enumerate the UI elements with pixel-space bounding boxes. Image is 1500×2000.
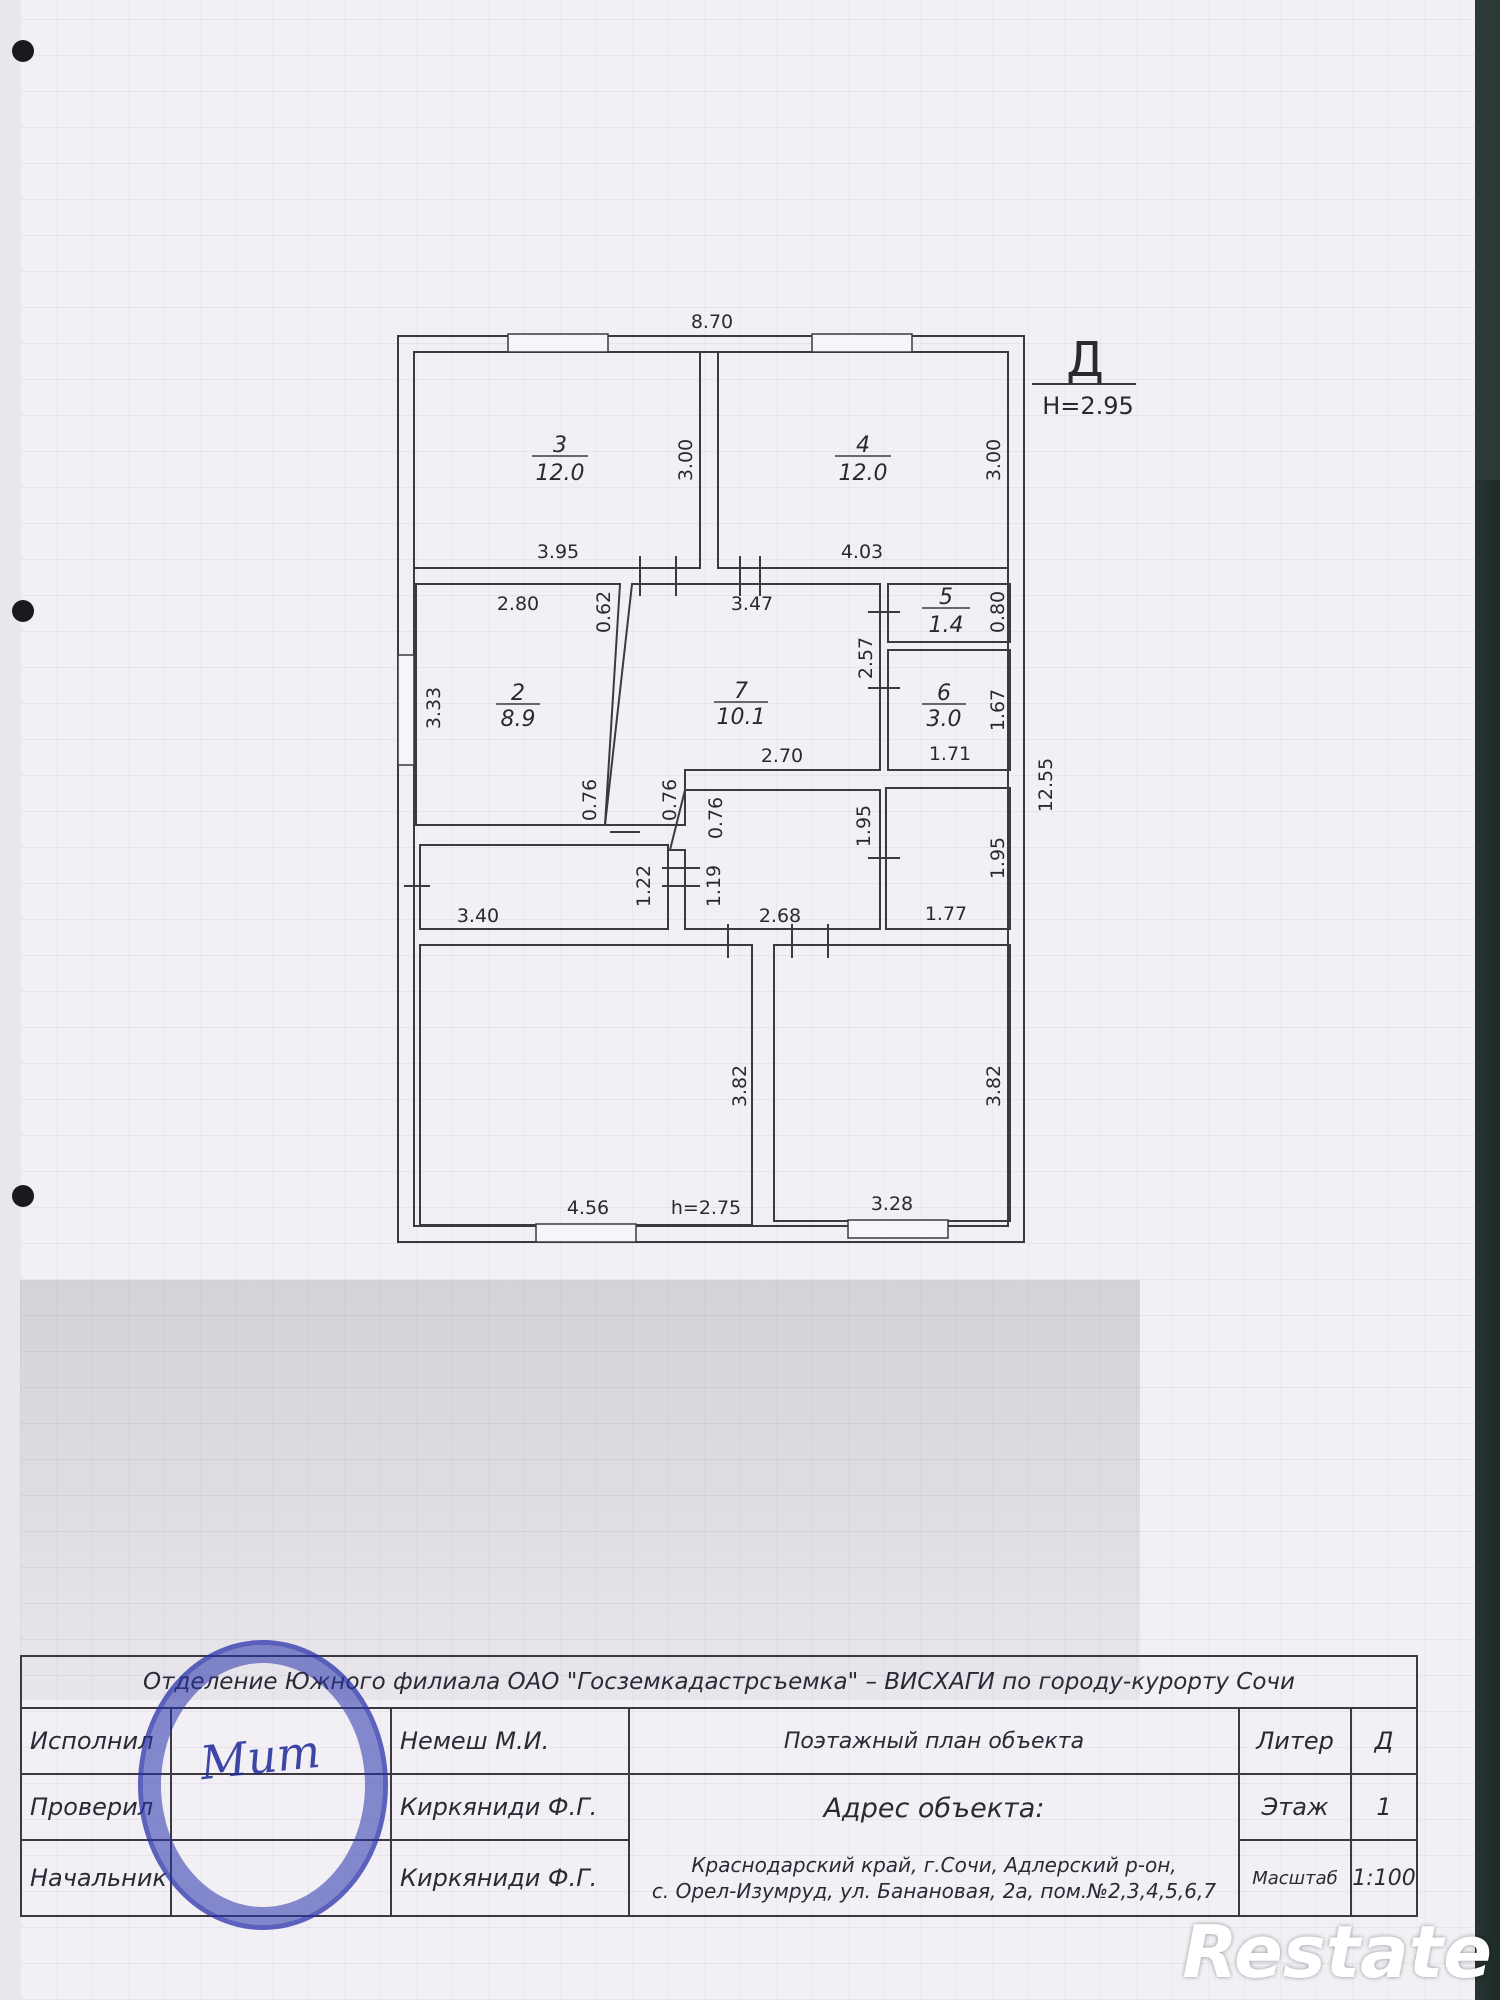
bathroom-height: 1.95	[987, 837, 1009, 879]
liter-mark: Д	[1066, 332, 1104, 388]
room-6-area: 3.0	[927, 707, 962, 732]
room-2-height: 3.33	[423, 687, 445, 729]
room-4-number: 4	[856, 433, 870, 458]
hall-jog: 0.76	[705, 797, 727, 839]
window	[535, 1223, 637, 1243]
room-7-bottom-width: 2.70	[761, 745, 803, 767]
room-5-height: 0.80	[987, 591, 1009, 633]
bathroom-width: 1.77	[925, 903, 967, 925]
address-line-1: Краснодарский край, г.Сочи, Адлерский р-…	[691, 1853, 1177, 1877]
room-2-number: 2	[511, 681, 525, 706]
floor-label: Этаж	[1240, 1775, 1352, 1841]
room-3-outline	[413, 351, 701, 569]
window	[847, 1219, 949, 1239]
window	[507, 333, 609, 353]
chief-sign-cell	[172, 1841, 392, 1915]
address-block: Краснодарский край, г.Сочи, Адлерский р-…	[630, 1841, 1240, 1915]
room-7-area: 10.1	[717, 705, 766, 730]
corridor-width: 3.40	[457, 905, 499, 927]
outer-wall	[397, 335, 1025, 1243]
room-5-area: 1.4	[929, 613, 964, 638]
room-6-outline	[887, 649, 1011, 771]
checker-name: Киркяниди Ф.Г.	[392, 1775, 630, 1841]
room-7-width: 3.47	[731, 593, 773, 615]
room-3-height: 3.00	[675, 439, 697, 481]
punch-hole	[12, 1185, 34, 1207]
liter-value: Д	[1352, 1709, 1416, 1775]
living-1-width: 4.56	[567, 1197, 609, 1219]
window	[811, 333, 913, 353]
room-6-width: 1.71	[929, 743, 971, 765]
room-2-jog-top: 0.62	[593, 591, 615, 633]
restate-watermark-logo: Restate	[1182, 1910, 1492, 1994]
room-3-width: 3.95	[537, 541, 579, 563]
room-3-area: 12.0	[536, 461, 585, 486]
room-7-height: 2.57	[855, 637, 877, 679]
ceiling-height-label: H=2.95	[1042, 392, 1134, 420]
room-4-area: 12.0	[839, 461, 888, 486]
chief-name: Киркяниди Ф.Г.	[392, 1841, 630, 1915]
punch-hole	[12, 40, 34, 62]
scale-value: 1:100	[1352, 1865, 1416, 1891]
punch-hole	[12, 600, 34, 622]
floor-value: 1	[1352, 1775, 1416, 1841]
corridor-height: 1.22	[633, 865, 655, 907]
liter-label: Литер	[1240, 1709, 1352, 1775]
room-2-width: 2.80	[497, 593, 539, 615]
room-2-area: 8.9	[501, 707, 536, 732]
overall-width-label: 8.70	[691, 311, 733, 333]
hall-width: 2.68	[759, 905, 801, 927]
chief-label: Начальник	[22, 1841, 172, 1915]
living-2-outline	[773, 944, 1011, 1222]
living-2-width: 3.28	[871, 1193, 913, 1215]
room-4-outline	[717, 351, 1009, 569]
room-6-number: 6	[937, 681, 951, 706]
room-4-width: 4.03	[841, 541, 883, 563]
official-seal	[138, 1640, 388, 1930]
room-7-outline	[603, 583, 881, 826]
scale-label: Масштаб	[1240, 1841, 1352, 1915]
room-4-height: 3.00	[983, 439, 1005, 481]
hall-height: 1.19	[703, 865, 725, 907]
checker-label: Проверил	[22, 1775, 172, 1841]
hall-outline	[668, 789, 881, 930]
living-2-height: 3.82	[983, 1065, 1005, 1107]
living-1-height: 3.82	[729, 1065, 751, 1107]
room-7-number: 7	[734, 679, 748, 704]
living-1-ceiling-note: h=2.75	[671, 1197, 741, 1219]
hall-right-height: 1.95	[853, 805, 875, 847]
room-5-number: 5	[939, 585, 953, 610]
living-1-outline	[419, 944, 753, 1226]
address-label: Адрес объекта:	[630, 1775, 1240, 1841]
room-2-jog-bottom: 0.76	[579, 779, 601, 821]
document-title: Поэтажный план объекта	[630, 1709, 1240, 1775]
address-line-2: с. Орел-Изумруд, ул. Банановая, 2а, пом.…	[651, 1879, 1217, 1903]
room-3-number: 3	[553, 433, 567, 458]
room-6-height: 1.67	[987, 689, 1009, 731]
performer-name: Немеш М.И.	[392, 1709, 630, 1775]
window	[397, 654, 415, 766]
room-7-jog: 0.76	[659, 779, 681, 821]
overall-length-label: 12.55	[1035, 758, 1057, 812]
